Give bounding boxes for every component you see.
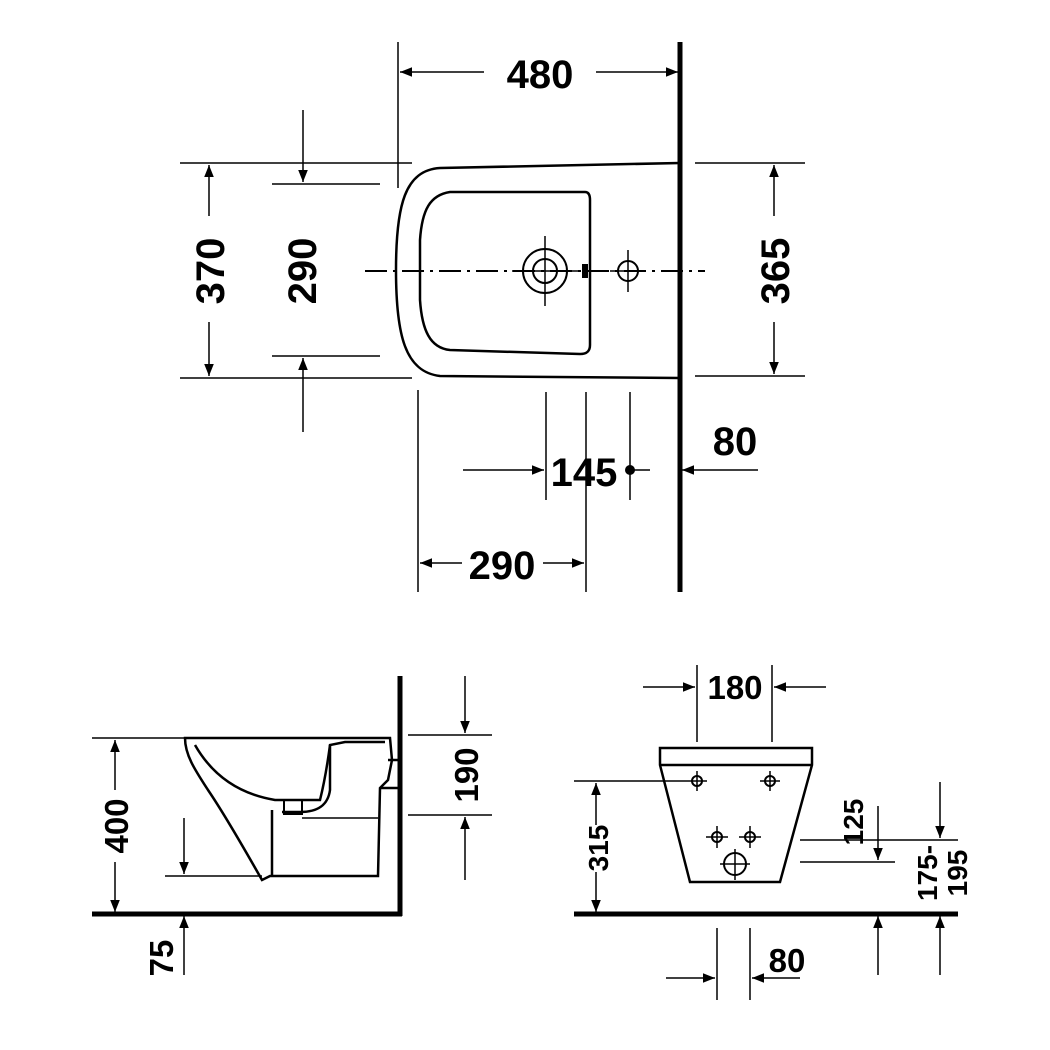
bidet-rear-outline (658, 746, 814, 884)
basin-outline-top (418, 190, 592, 356)
dim-side-height: 400 (98, 798, 135, 853)
dim-width: 480 (507, 53, 574, 97)
side-outlet (283, 799, 303, 815)
dim-depth-wall: 365 (754, 238, 798, 305)
dim-bolt-spacing: 180 (707, 669, 762, 706)
dim-depth-bowl: 290 (281, 238, 325, 305)
side-view: 400 190 75 (92, 676, 492, 976)
fixing-hole (582, 250, 646, 292)
dim-floor-offset: 80 (769, 942, 806, 979)
dim-supply-height-b: 195 (942, 850, 973, 897)
dim-tap-offset: 145 (551, 451, 618, 495)
rear-view: 180 315 125 175- 195 80 (574, 665, 973, 1000)
dim-rim-height: 315 (583, 825, 614, 872)
fixing-holes-rear (687, 771, 780, 880)
dim-depth-outer: 370 (189, 238, 233, 305)
dim-wall-offset: 80 (713, 420, 758, 464)
dim-foot: 75 (143, 940, 180, 977)
dim-front-to-tap: 290 (469, 544, 536, 588)
bidet-profile (183, 736, 394, 882)
dim-supply-height-a: 175- (912, 845, 943, 901)
tap-hole (512, 236, 578, 306)
dim-rim-drop: 190 (448, 747, 485, 802)
dim-waste-height: 125 (838, 799, 869, 846)
top-view: 480 370 290 365 145 80 2 (180, 42, 805, 592)
